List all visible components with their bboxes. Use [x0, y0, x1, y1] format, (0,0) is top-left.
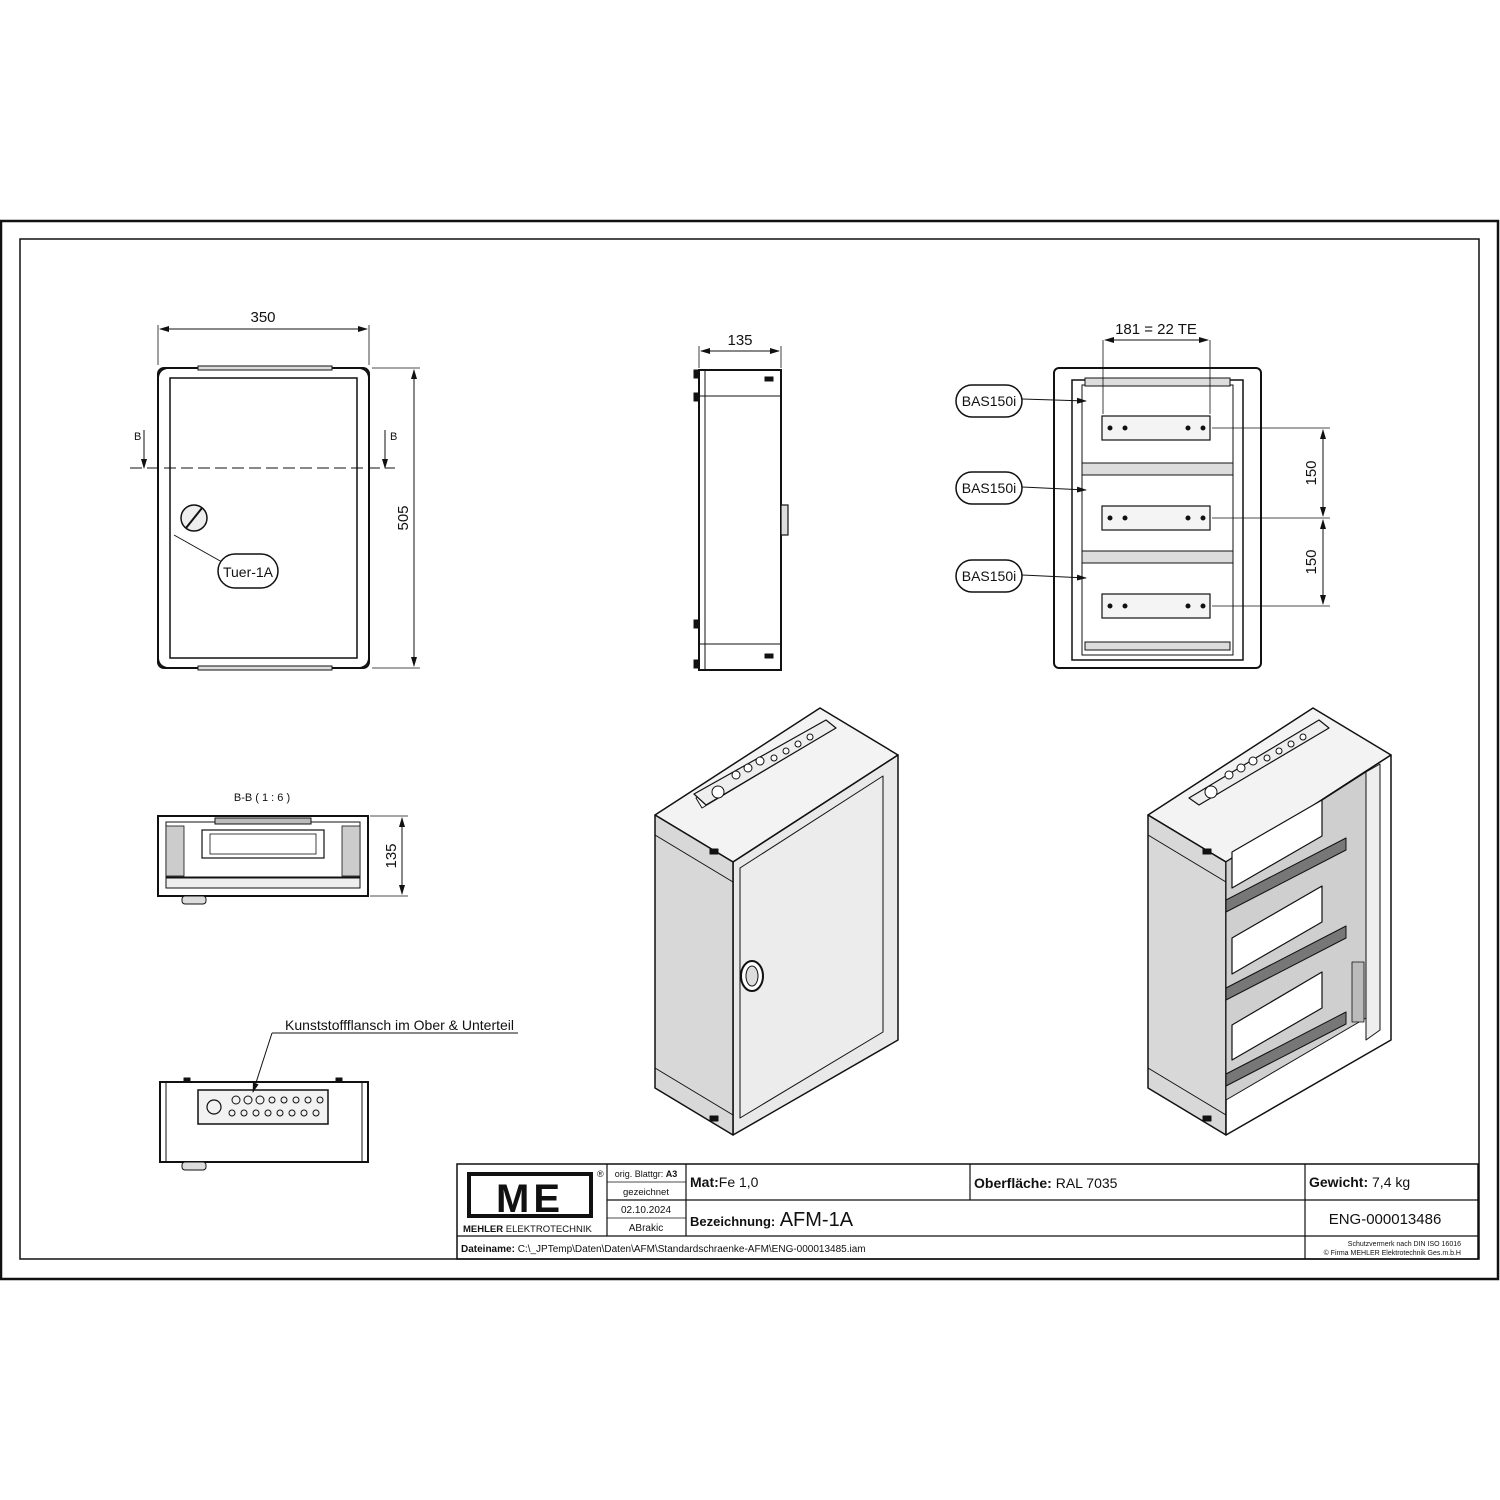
outer-border: [0, 219, 1500, 1281]
front-view: [130, 325, 420, 671]
rail-callout-1: BAS150i: [962, 393, 1016, 409]
drawing-number: ENG-000013486: [1329, 1211, 1442, 1228]
top-view: [159, 1032, 518, 1171]
flange-note: Kunststoffflansch im Ober & Unterteil: [285, 1017, 514, 1033]
weight-field: Gewicht: 7,4 kg: [1309, 1174, 1410, 1190]
orig-format: orig. Blattgr: A3: [615, 1169, 678, 1179]
section-depth-label: 135: [383, 843, 400, 868]
company-name: MEHLER ELEKTROTECHNIK: [463, 1224, 592, 1235]
section-view: [157, 815, 408, 905]
company-logo: ME: [496, 1177, 564, 1221]
front-height-label: 505: [395, 505, 412, 530]
iso-view-closed: [654, 707, 899, 1136]
material-field: Mat:Fe 1,0: [690, 1174, 759, 1190]
iso-view-open: [1147, 707, 1392, 1136]
drawn-label: gezeichnet: [623, 1187, 669, 1198]
side-depth-label: 135: [727, 332, 752, 349]
registered-mark: ®: [597, 1169, 604, 1179]
side-view: [693, 346, 789, 671]
interior-view: [955, 337, 1330, 669]
protection-note: Schutzvermerk nach DIN ISO 16016: [1348, 1241, 1461, 1248]
section-marker-left: B: [134, 431, 141, 443]
filename-field: Dateiname: C:\_JPTemp\Daten\Daten\AFM\St…: [461, 1244, 866, 1255]
drawing-author: ABrakic: [629, 1223, 663, 1234]
front-width-label: 350: [250, 309, 275, 326]
rail-callout-2: BAS150i: [962, 480, 1016, 496]
section-title: B-B ( 1 : 6 ): [234, 792, 290, 804]
door-callout: Tuer-1A: [223, 564, 274, 580]
rail-callout-3: BAS150i: [962, 568, 1016, 584]
title-block: [456, 1163, 1479, 1260]
surface-field: Oberfläche: RAL 7035: [974, 1175, 1118, 1191]
designation-field: Bezeichnung: AFM-1A: [690, 1209, 854, 1231]
copyright-note: © Firma MEHLER Elektrotechnik Ges.m.b.H: [1324, 1249, 1461, 1257]
row-height-label-2: 150: [1303, 549, 1320, 574]
interior-width-label: 181 = 22 TE: [1115, 321, 1197, 338]
row-height-label-1: 150: [1303, 460, 1320, 485]
drawing-date: 02.10.2024: [621, 1205, 671, 1216]
section-marker-right: B: [390, 431, 397, 443]
